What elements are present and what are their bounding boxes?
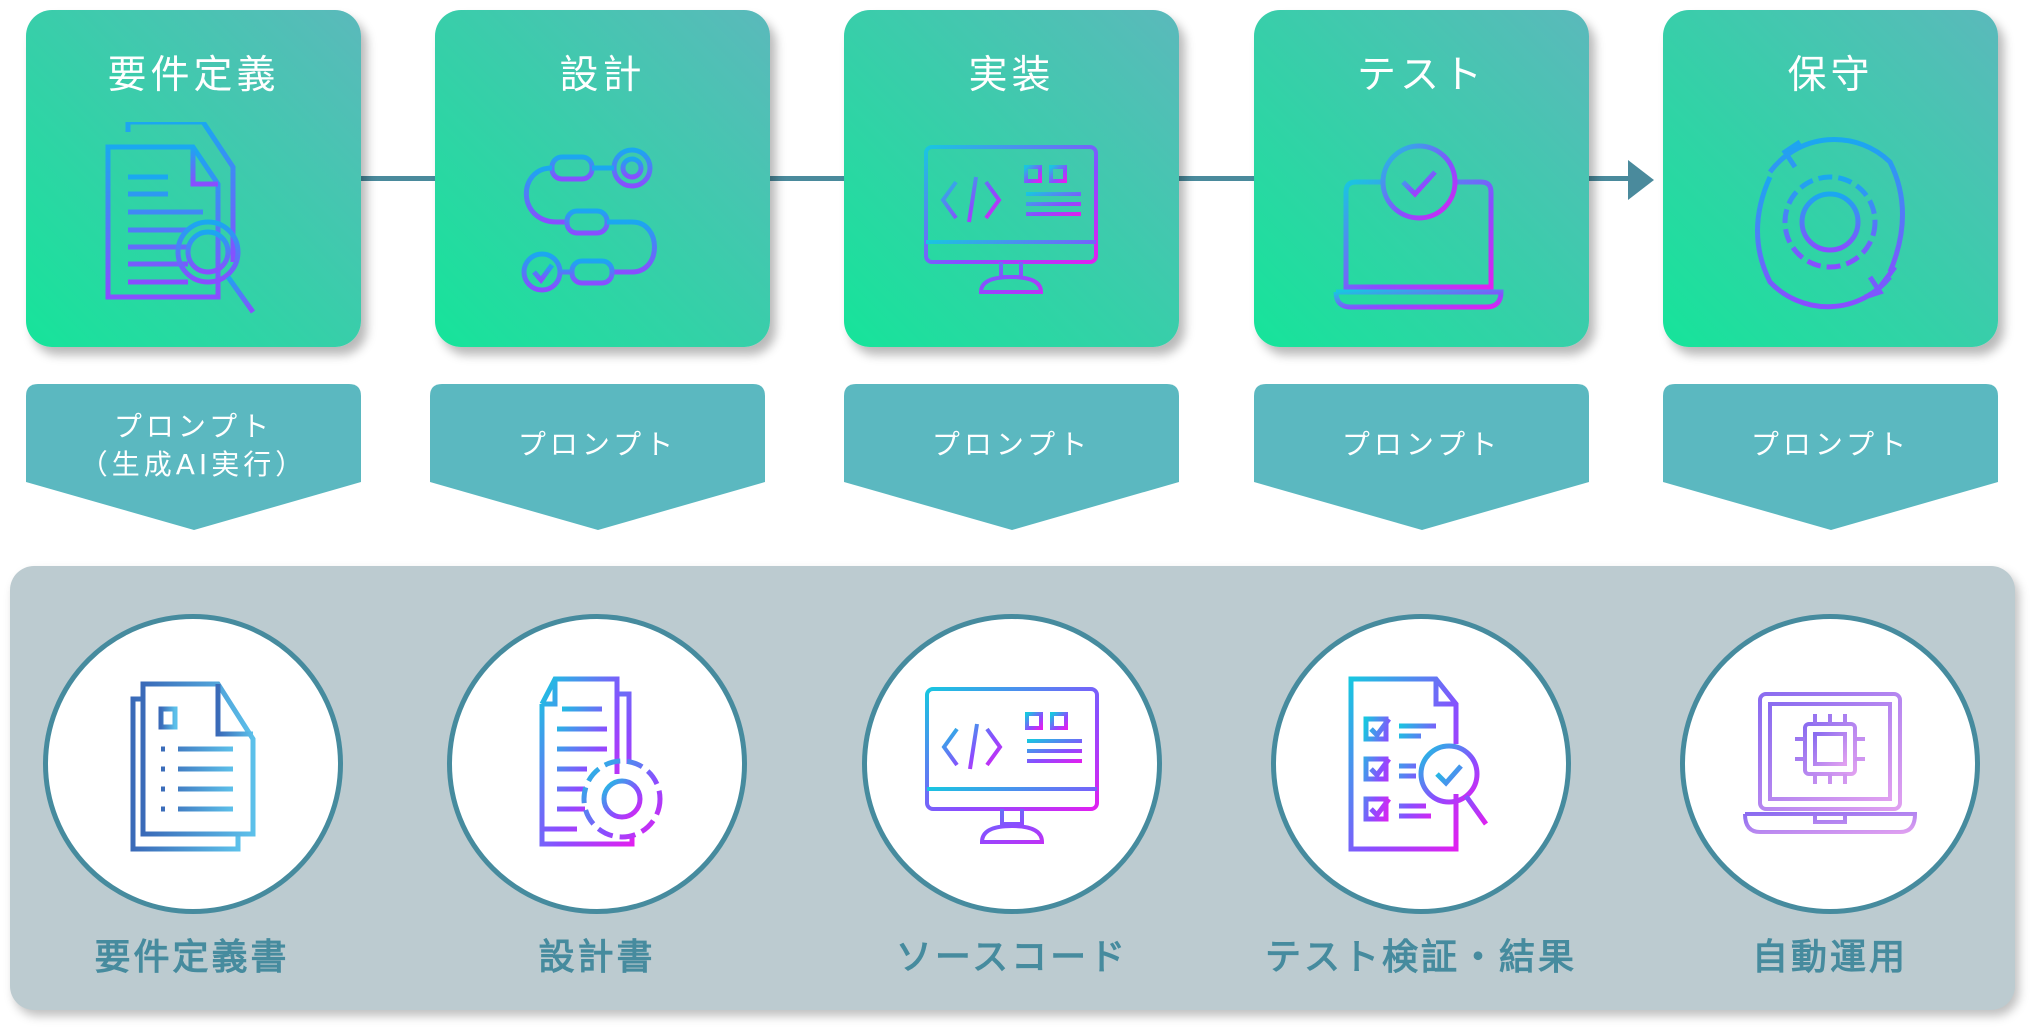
- phase-implementation: 実装: [844, 10, 1179, 347]
- output-circle-automation: [1680, 614, 1980, 914]
- prompt-implementation: プロンプト: [844, 384, 1179, 530]
- output-label: 自動運用: [1751, 937, 1908, 978]
- flow-arrow-icon: [1628, 160, 1654, 200]
- output-circle-requirements-doc: [43, 614, 343, 914]
- phase-requirements: 要件定義: [26, 10, 361, 347]
- prompt-requirements: プロンプト （生成AI実行）: [26, 384, 361, 530]
- prompt-label: プロンプト: [1341, 428, 1502, 461]
- prompt-label: プロンプト: [517, 428, 678, 461]
- phase-testing: テスト: [1254, 10, 1589, 347]
- checklist-search-icon: [1348, 676, 1489, 852]
- prompt-design: プロンプト: [430, 384, 765, 530]
- output-circle-design-doc: [447, 614, 747, 914]
- phase-maintenance: 保守: [1663, 10, 1998, 347]
- prompt-label: プロンプト: [113, 410, 274, 443]
- code-monitor-icon: [925, 687, 1099, 844]
- phase-title: 保守: [1787, 53, 1874, 98]
- prompt-label: プロンプト: [931, 428, 1092, 461]
- phase-title: 設計: [559, 53, 646, 98]
- phase-title: テスト: [1356, 53, 1486, 98]
- laptop-chip-icon: [1743, 692, 1918, 834]
- prompt-maintenance: プロンプト: [1663, 384, 1998, 530]
- laptop-check-icon: [1333, 143, 1504, 310]
- output-label: ソースコード: [895, 937, 1129, 978]
- document-gear-icon: [539, 676, 663, 847]
- prompt-label: プロンプト: [1750, 428, 1911, 461]
- prompt-testing: プロンプト: [1254, 384, 1589, 530]
- document-search-icon: [105, 122, 256, 314]
- output-label: 要件定義書: [94, 937, 290, 978]
- documents-icon: [130, 681, 256, 852]
- output-label: 設計書: [538, 937, 656, 978]
- gear-cycle-icon: [1755, 137, 1905, 310]
- output-circle-test-results: [1271, 614, 1571, 914]
- phase-title: 要件定義: [107, 53, 280, 98]
- workflow-gear-icon: [521, 147, 657, 293]
- output-circle-source-code: [862, 614, 1162, 914]
- output-label: テスト検証・結果: [1264, 937, 1577, 978]
- phase-design: 設計: [435, 10, 770, 347]
- prompt-sublabel: （生成AI実行）: [79, 448, 308, 481]
- phase-title: 実装: [968, 53, 1055, 98]
- code-monitor-icon: [924, 145, 1098, 294]
